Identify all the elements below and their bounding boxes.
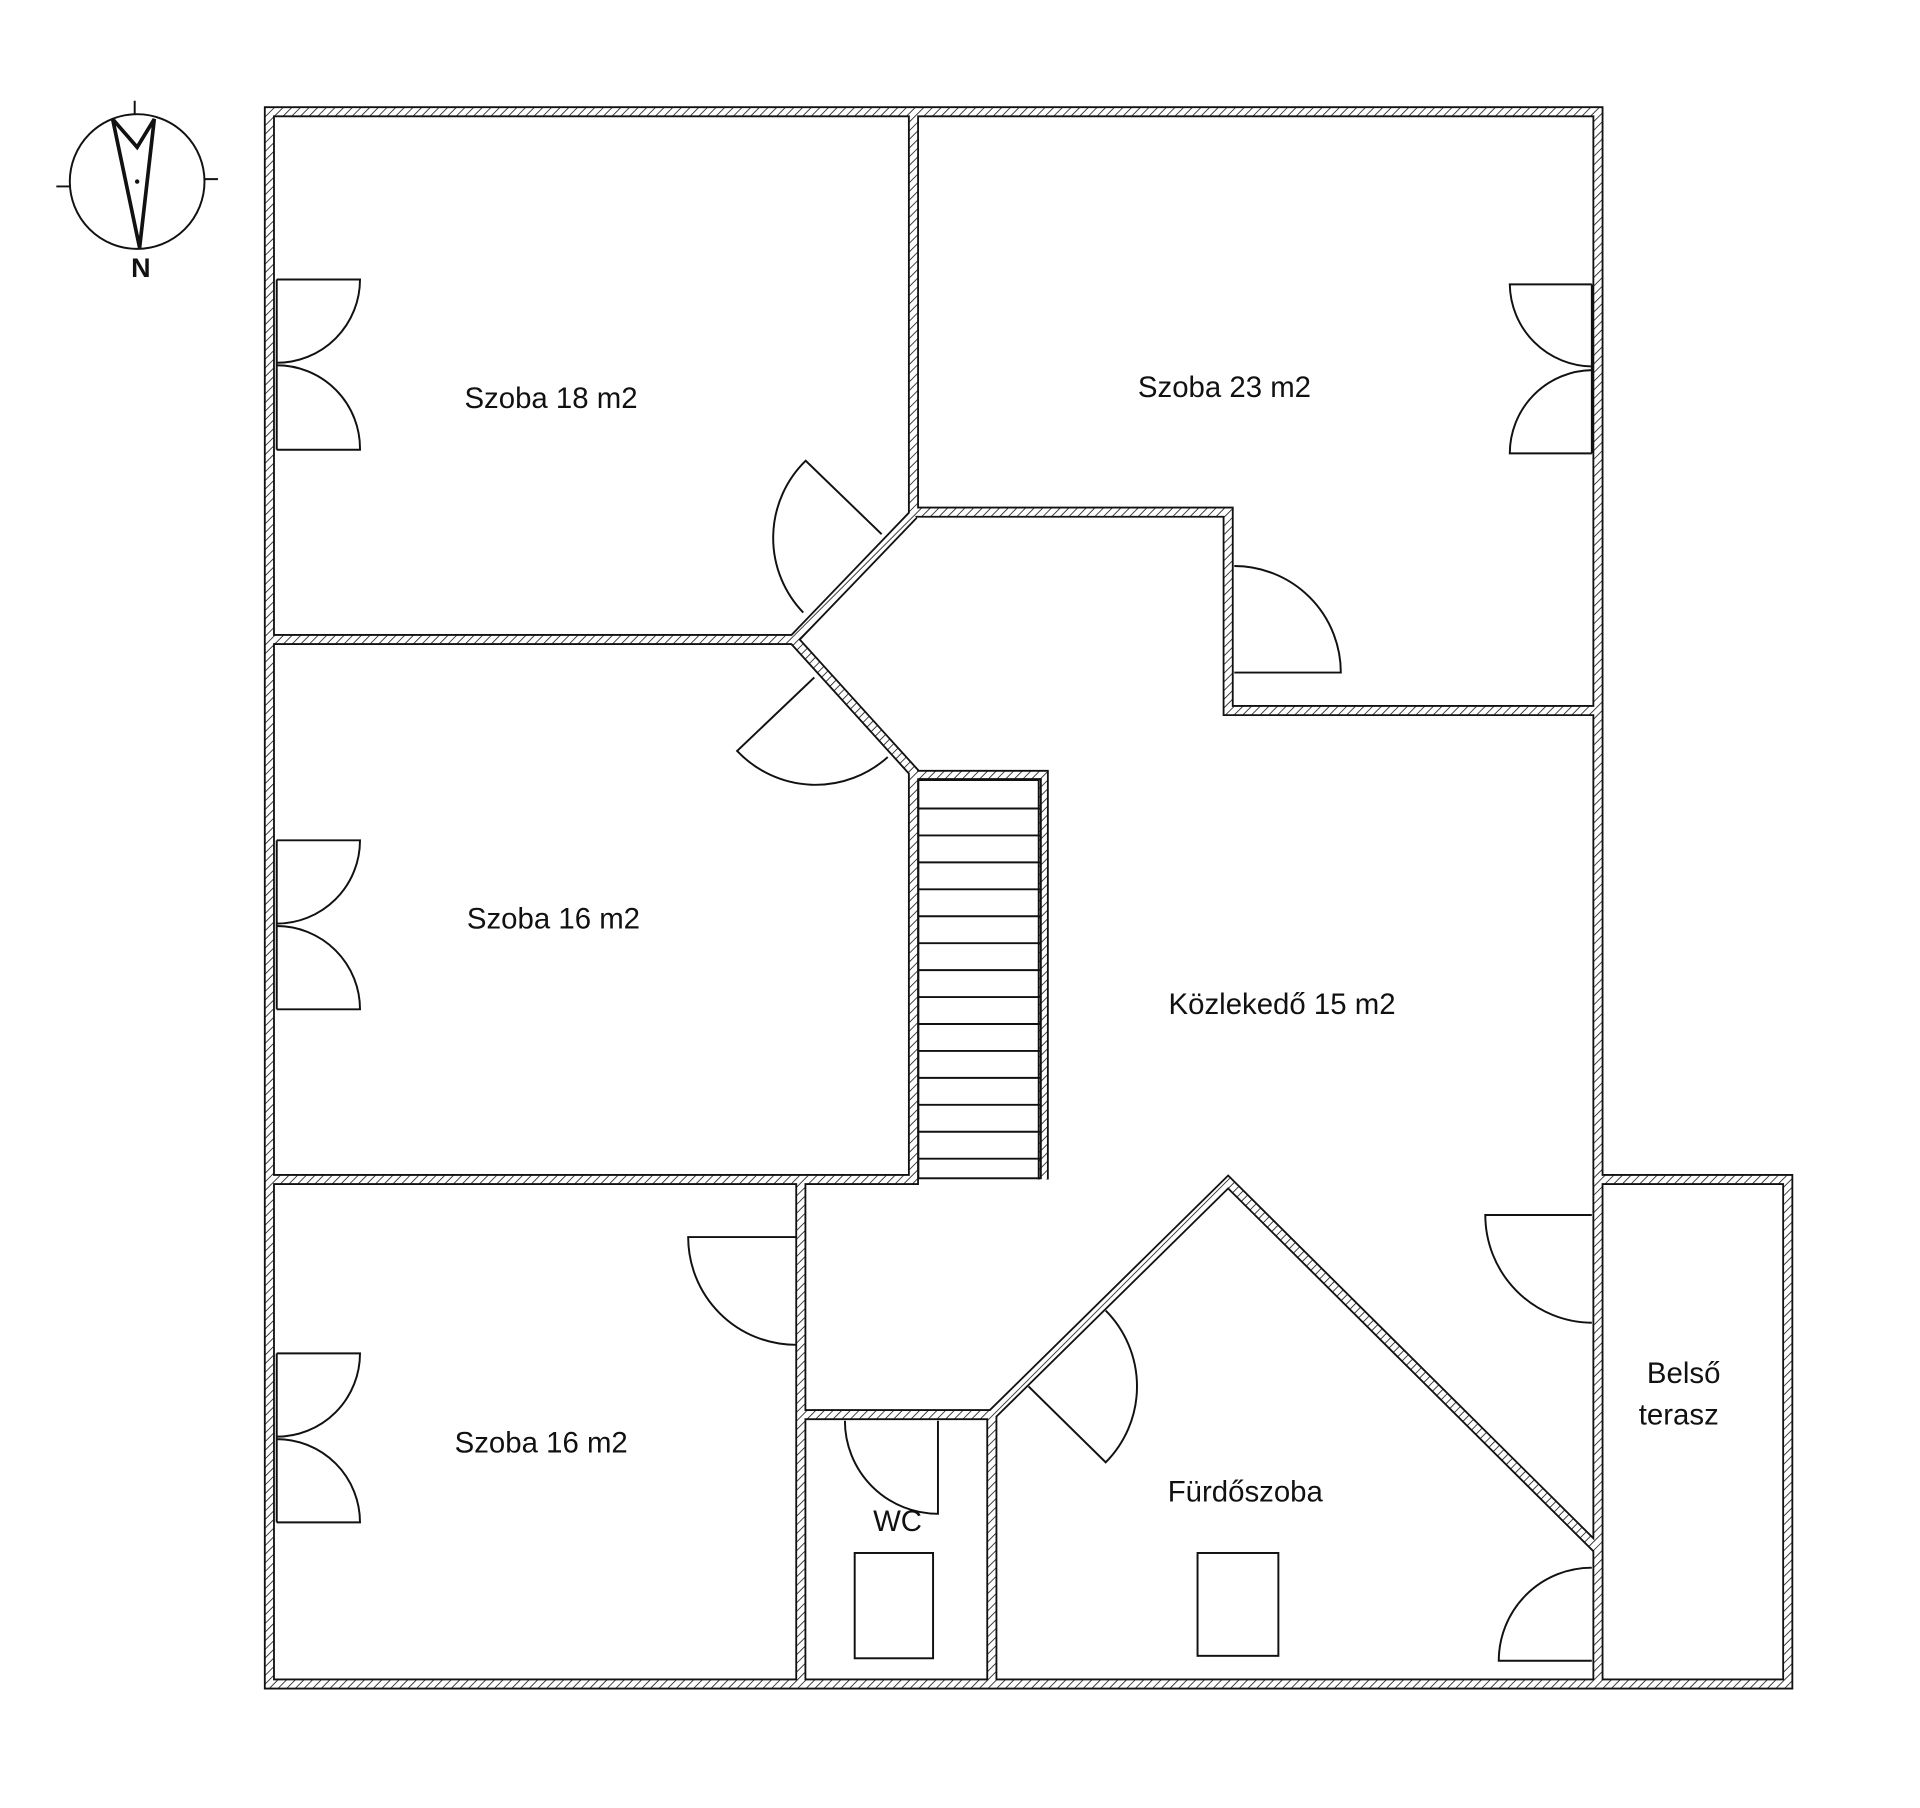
room-label-furdoszoba: Fürdőszoba	[1168, 1476, 1324, 1509]
wall-segment	[907, 111, 1598, 717]
room-label-wc: WC	[873, 1505, 922, 1538]
wall-segment	[800, 1410, 996, 1684]
door-furdoszoba	[1027, 1309, 1138, 1464]
window-szoba16-upper	[275, 839, 361, 1011]
window-szoba18	[275, 278, 361, 451]
door-szoba18	[772, 459, 883, 614]
door-szoba23	[1234, 565, 1342, 674]
room-label-szoba-16-lower: Szoba 16 m2	[455, 1427, 628, 1460]
door-szoba16-upper	[735, 676, 889, 786]
wall-segment	[989, 1176, 1601, 1552]
wall-segment	[265, 108, 1792, 1688]
wall-segment	[269, 510, 918, 646]
staircase	[917, 778, 1042, 1180]
doors	[275, 278, 1593, 1662]
wall-segment	[913, 771, 1047, 1180]
window-szoba23	[1508, 283, 1593, 455]
bath-fixture	[1196, 1552, 1280, 1657]
wall-segment	[800, 1409, 998, 1684]
compass-north-label: N	[131, 253, 150, 283]
room-label-szoba-23: Szoba 23 m2	[1138, 371, 1311, 404]
room-label-terasz-2: terasz	[1639, 1398, 1719, 1431]
door-wc	[843, 1420, 939, 1515]
wc-fixture	[853, 1551, 935, 1660]
door-szoba16-lower	[687, 1236, 796, 1346]
door-bath-terrace	[1497, 1566, 1592, 1662]
north-arrow-icon: N	[56, 100, 218, 283]
walls	[263, 106, 1794, 1690]
door-terrace	[1484, 1214, 1592, 1324]
room-label-szoba-18: Szoba 18 m2	[464, 382, 637, 415]
wall-segment	[269, 637, 918, 1184]
room-label-terasz-1: Belső	[1647, 1357, 1720, 1390]
window-szoba16-lower	[275, 1352, 361, 1524]
room-label-szoba-16-upper: Szoba 16 m2	[467, 902, 640, 935]
wall-segment	[909, 111, 1598, 715]
room-label-kozlekedo: Közlekedő 15 m2	[1169, 988, 1396, 1021]
